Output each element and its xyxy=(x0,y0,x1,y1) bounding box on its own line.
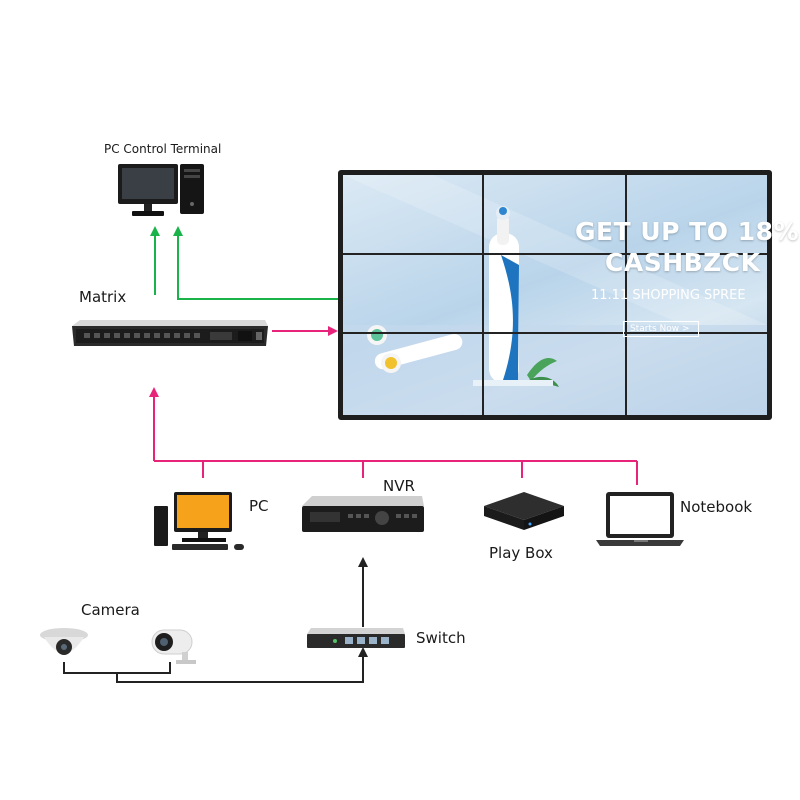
desktop-computer-icon xyxy=(118,164,204,216)
bullet-camera-icon xyxy=(151,629,196,664)
screen-seam-horizontal xyxy=(343,332,767,334)
video-wall: GET UP TO 18% CASHBZCK 11.11 SHOPPING SP… xyxy=(338,170,799,420)
screen-seam-vertical xyxy=(625,175,627,415)
matrix-switcher-icon xyxy=(72,320,268,346)
label-play-box: Play Box xyxy=(489,544,553,562)
toothbrush-ad-image xyxy=(343,175,767,415)
label-nvr: NVR xyxy=(383,477,415,495)
dome-camera-icon xyxy=(40,628,88,655)
pc-icon xyxy=(154,492,244,550)
ad-cta-button: Starts Now > xyxy=(623,321,699,337)
green-link-wall-terminal xyxy=(173,226,338,300)
label-pc-control-terminal: PC Control Terminal xyxy=(104,142,222,156)
notebook-icon xyxy=(596,492,684,546)
nvr-recorder-icon xyxy=(302,496,424,532)
video-wall-screen: GET UP TO 18% CASHBZCK 11.11 SHOPPING SP… xyxy=(343,175,799,415)
label-pc: PC xyxy=(249,497,269,515)
label-matrix: Matrix xyxy=(79,288,127,306)
black-link-cameras-switch xyxy=(116,647,368,683)
play-box-icon xyxy=(484,492,564,530)
screen-seam-vertical xyxy=(482,175,484,415)
ad-headline-1: GET UP TO 18% xyxy=(575,217,800,246)
ad-subline: 11.11 SHOPPING SPREE xyxy=(591,288,746,303)
screen-seam-horizontal xyxy=(343,253,767,255)
label-camera: Camera xyxy=(81,601,140,619)
label-switch: Switch xyxy=(416,629,466,647)
network-switch-icon xyxy=(307,628,405,648)
label-notebook: Notebook xyxy=(680,498,753,516)
ad-headline-2: CASHBZCK xyxy=(605,248,761,277)
